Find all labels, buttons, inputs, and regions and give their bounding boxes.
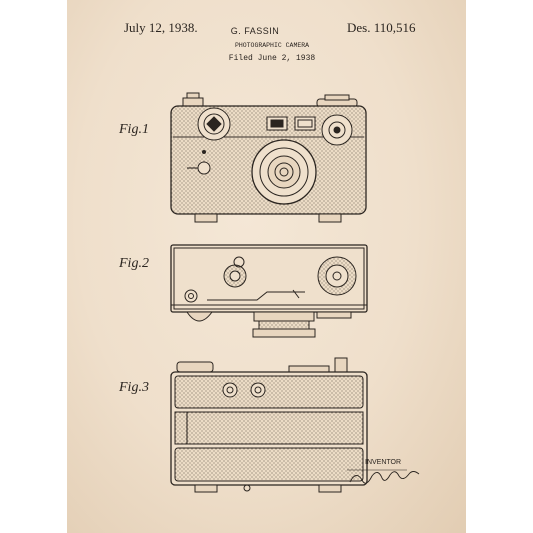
figure-1-label: Fig.1 [119, 122, 149, 137]
patent-date: July 12, 1938. [124, 20, 198, 35]
inventor-name: G. FASSIN [230, 26, 280, 36]
inventor-label: INVENTOR [365, 459, 402, 466]
figure-2-camera-top [170, 244, 368, 338]
inventor-signature [349, 471, 420, 484]
figure-2-label: Fig.2 [119, 256, 149, 271]
camera-drawings [170, 92, 420, 493]
figure-1-camera-front [170, 92, 367, 223]
patent-subtitle: PHOTOGRAPHIC CAMERA [234, 42, 310, 49]
patent-sheet: July 12, 1938. G. FASSIN Des. 110,516 PH… [67, 0, 466, 533]
figure-3-camera-back [170, 357, 368, 493]
patent-number: Des. 110,516 [347, 20, 416, 35]
filed-date: Filed June 2, 1938 [228, 54, 316, 63]
figure-3-label: Fig.3 [119, 380, 149, 395]
